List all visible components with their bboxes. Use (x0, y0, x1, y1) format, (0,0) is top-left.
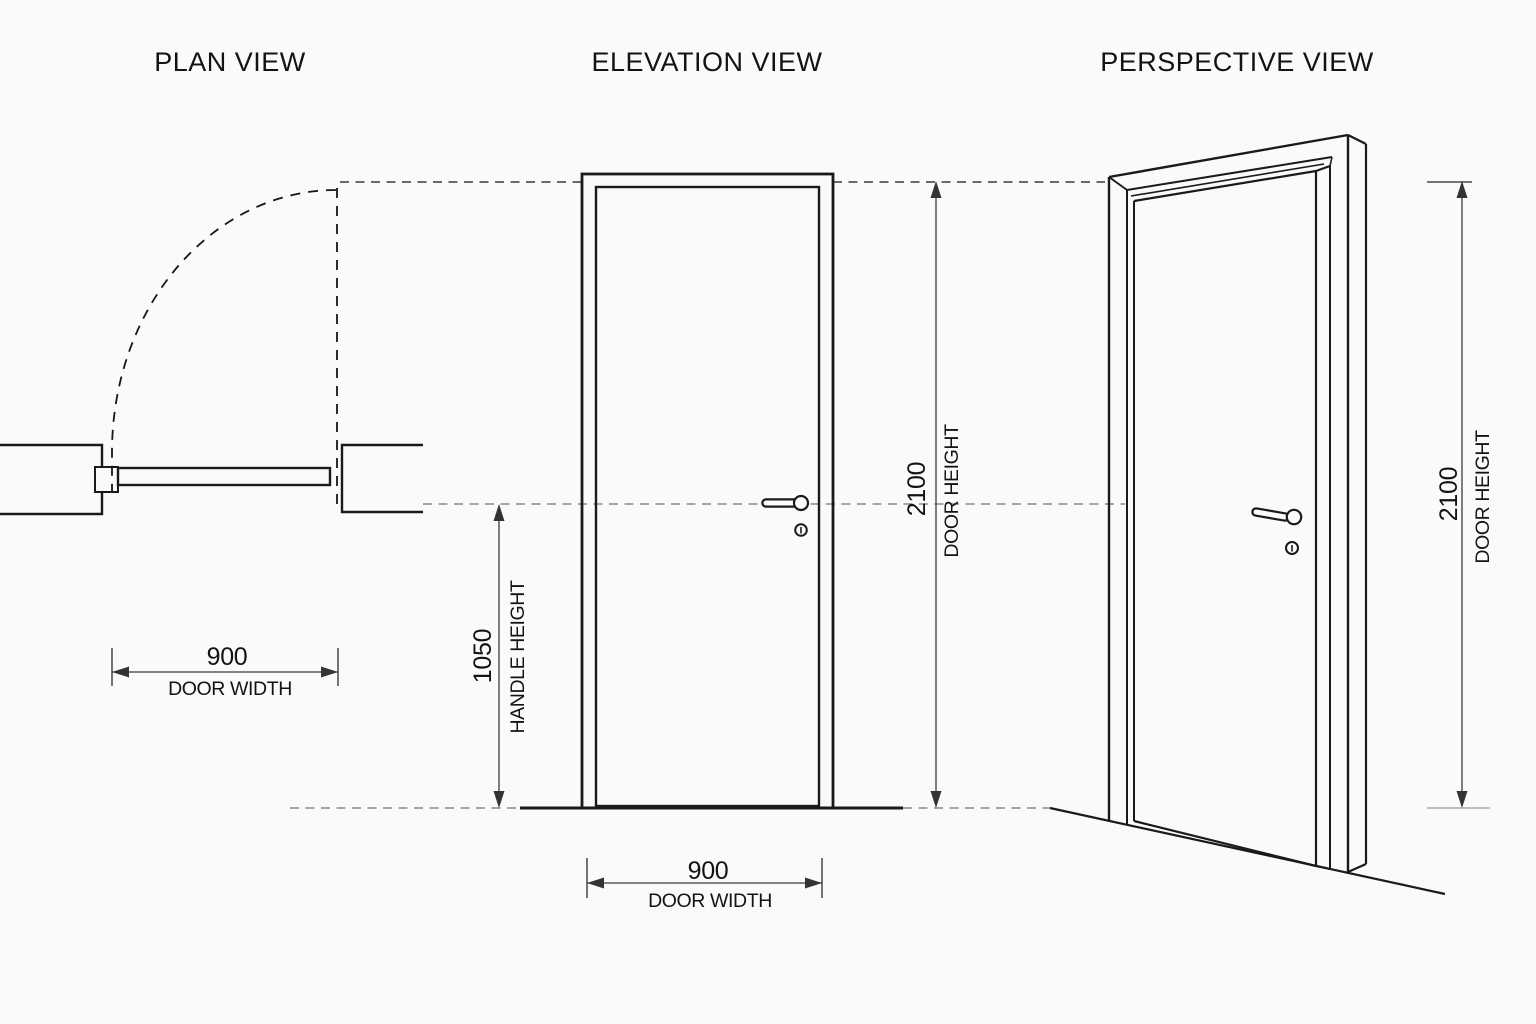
perspective-frame-stop-line (1130, 163, 1325, 197)
plan-door-width-dimension: 900 DOOR WIDTH (111, 643, 339, 700)
plan-width-label: DOOR WIDTH (168, 678, 292, 700)
arrow-down-icon (493, 791, 505, 808)
perspective-door-height-dimension: 2100 DOOR HEIGHT (1427, 181, 1494, 809)
elevation-door-height-label: DOOR HEIGHT (941, 424, 963, 558)
perspective-door-handle-icon (1251, 507, 1303, 555)
perspective-frame-top-inner (1126, 156, 1333, 191)
elevation-door-panel (594, 185, 821, 808)
plan-door-leaf (116, 466, 332, 487)
perspective-door-height-value: 2100 (1435, 467, 1463, 521)
elevation-width-label: DOOR WIDTH (648, 890, 772, 912)
arrow-down-icon (1456, 791, 1468, 808)
handle-rose (792, 494, 810, 512)
perspective-view: 2100 DOOR HEIGHT (1049, 133, 1494, 896)
handle-height-label: HANDLE HEIGHT (507, 580, 529, 733)
arrow-up-icon (493, 504, 505, 521)
elevation-door-height-dimension: 2100 DOOR HEIGHT (903, 181, 963, 808)
projection-lines (290, 181, 1125, 809)
dimension-extension-ticks (111, 648, 339, 686)
perspective-view-title: PERSPECTIVE VIEW (1100, 47, 1374, 77)
perspective-frame-top-outer (1108, 133, 1349, 179)
arrow-up-icon (930, 181, 942, 198)
handle-height-value: 1050 (469, 629, 497, 683)
perspective-floor-line (1049, 806, 1446, 896)
elevation-door-width-dimension: 900 DOOR WIDTH (586, 857, 823, 912)
arrow-left-icon (587, 877, 604, 889)
elevation-view-title: ELEVATION VIEW (591, 47, 822, 77)
elevation-view: 1050 HANDLE HEIGHT 2100 DOOR HEIGHT 900 … (469, 172, 963, 912)
elevation-door-height-value: 2100 (903, 462, 931, 516)
perspective-door-top-edge (1133, 169, 1317, 203)
perspective-frame-top-thickness (1347, 134, 1367, 145)
arrow-up-icon (1456, 181, 1468, 198)
arrow-left-icon (112, 666, 129, 678)
handle-lever-fill (1253, 509, 1288, 520)
elevation-door-handle-icon (761, 494, 810, 537)
arrow-down-icon (930, 791, 942, 808)
arrow-right-icon (321, 666, 338, 678)
perspective-door-height-label: DOOR HEIGHT (1472, 430, 1494, 564)
handle-height-dimension: 1050 HANDLE HEIGHT (469, 504, 529, 808)
handle-rose (1285, 508, 1303, 526)
perspective-door-edge-top-face (1315, 165, 1331, 172)
plan-view-title: PLAN VIEW (154, 47, 306, 77)
dimension-extension-ticks (586, 858, 823, 898)
plan-hinge-block (94, 466, 119, 493)
perspective-frame-bottom-cap (1347, 862, 1367, 874)
plan-right-wall (340, 443, 423, 514)
plan-view: 900 DOOR WIDTH (0, 188, 423, 700)
arrow-right-icon (805, 877, 822, 889)
plan-width-value: 900 (207, 643, 248, 671)
elevation-width-value: 900 (688, 857, 729, 885)
perspective-frame-right-inner-miter (1329, 156, 1333, 167)
perspective-frame-corner-miter (1108, 176, 1128, 191)
door-swing-arc (111, 189, 337, 492)
